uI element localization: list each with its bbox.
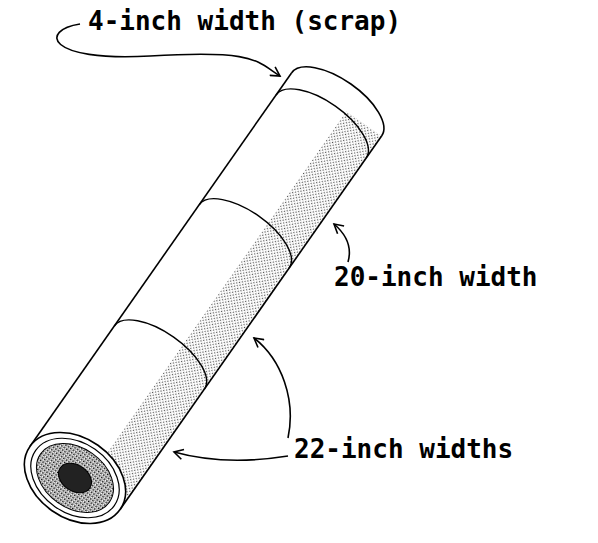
dimension-label: 4-inch width (scrap)	[88, 6, 401, 36]
dimension-label: 22-inch widths	[294, 434, 513, 464]
dimension-label: 20-inch width	[334, 262, 538, 292]
leader-line	[254, 338, 290, 438]
leader-line	[174, 452, 288, 460]
cut-line	[199, 184, 303, 268]
cut-line	[276, 75, 380, 159]
cylinder	[7, 52, 396, 542]
cut-line	[114, 306, 218, 390]
roll-end	[7, 414, 143, 543]
leader-line	[334, 224, 349, 262]
